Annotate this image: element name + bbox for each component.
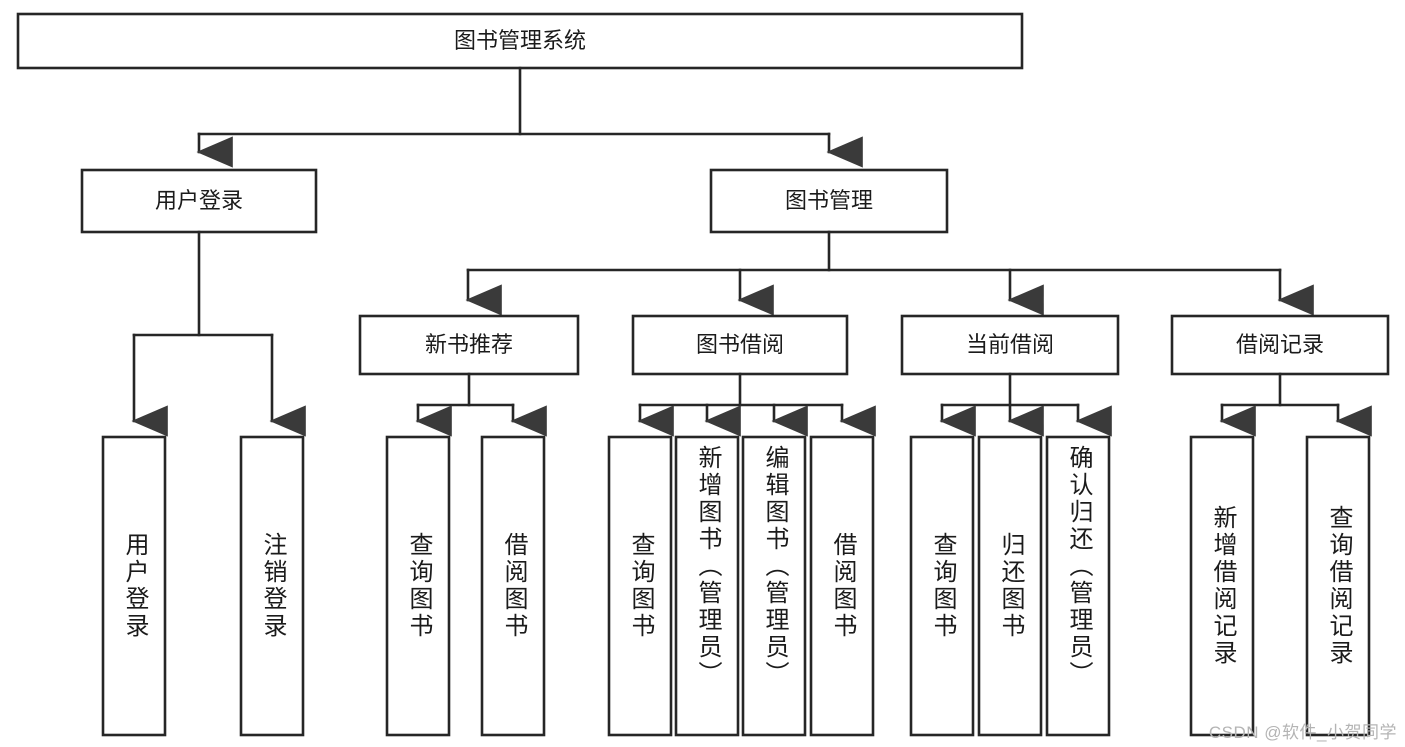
leaf-box-borrow-book-2[interactable] — [809, 435, 875, 737]
node-book-manage-label: 图书管理 — [785, 188, 873, 213]
leaf-box-add-record[interactable] — [1189, 435, 1255, 737]
leaf-box-query-book-1[interactable] — [385, 435, 451, 737]
leaf-box-query-book-2[interactable] — [607, 435, 673, 737]
leaf-box-user-login[interactable] — [101, 435, 167, 737]
leaf-box-query-record[interactable] — [1305, 435, 1371, 737]
node-book-borrow-label: 图书借阅 — [696, 332, 784, 357]
leaf-box-return-book[interactable] — [977, 435, 1043, 737]
node-book-borrow[interactable]: 图书借阅 — [631, 314, 849, 376]
node-borrow-record[interactable]: 借阅记录 — [1170, 314, 1390, 376]
node-user-login-label: 用户登录 — [155, 188, 243, 213]
node-current-borrow[interactable]: 当前借阅 — [900, 314, 1120, 376]
node-root[interactable]: 图书管理系统 — [16, 12, 1024, 70]
node-current-borrow-label: 当前借阅 — [966, 332, 1054, 357]
node-root-label: 图书管理系统 — [454, 28, 586, 53]
node-new-book-rec[interactable]: 新书推荐 — [358, 314, 580, 376]
csdn-watermark: CSDN @软件_小贺同学 — [1208, 723, 1397, 742]
node-borrow-record-label: 借阅记录 — [1236, 332, 1324, 357]
leaf-box-logout[interactable] — [239, 435, 305, 737]
leaf-box-query-book-3[interactable] — [909, 435, 975, 737]
leaf-box-confirm-return[interactable] — [1045, 435, 1111, 737]
node-book-manage[interactable]: 图书管理 — [709, 168, 949, 234]
node-user-login[interactable]: 用户登录 — [80, 168, 318, 234]
leaf-box-borrow-book-1[interactable] — [480, 435, 546, 737]
node-new-book-rec-label: 新书推荐 — [425, 332, 513, 357]
leaf-box-edit-book[interactable] — [741, 435, 807, 737]
leaf-box-add-book[interactable] — [674, 435, 740, 737]
